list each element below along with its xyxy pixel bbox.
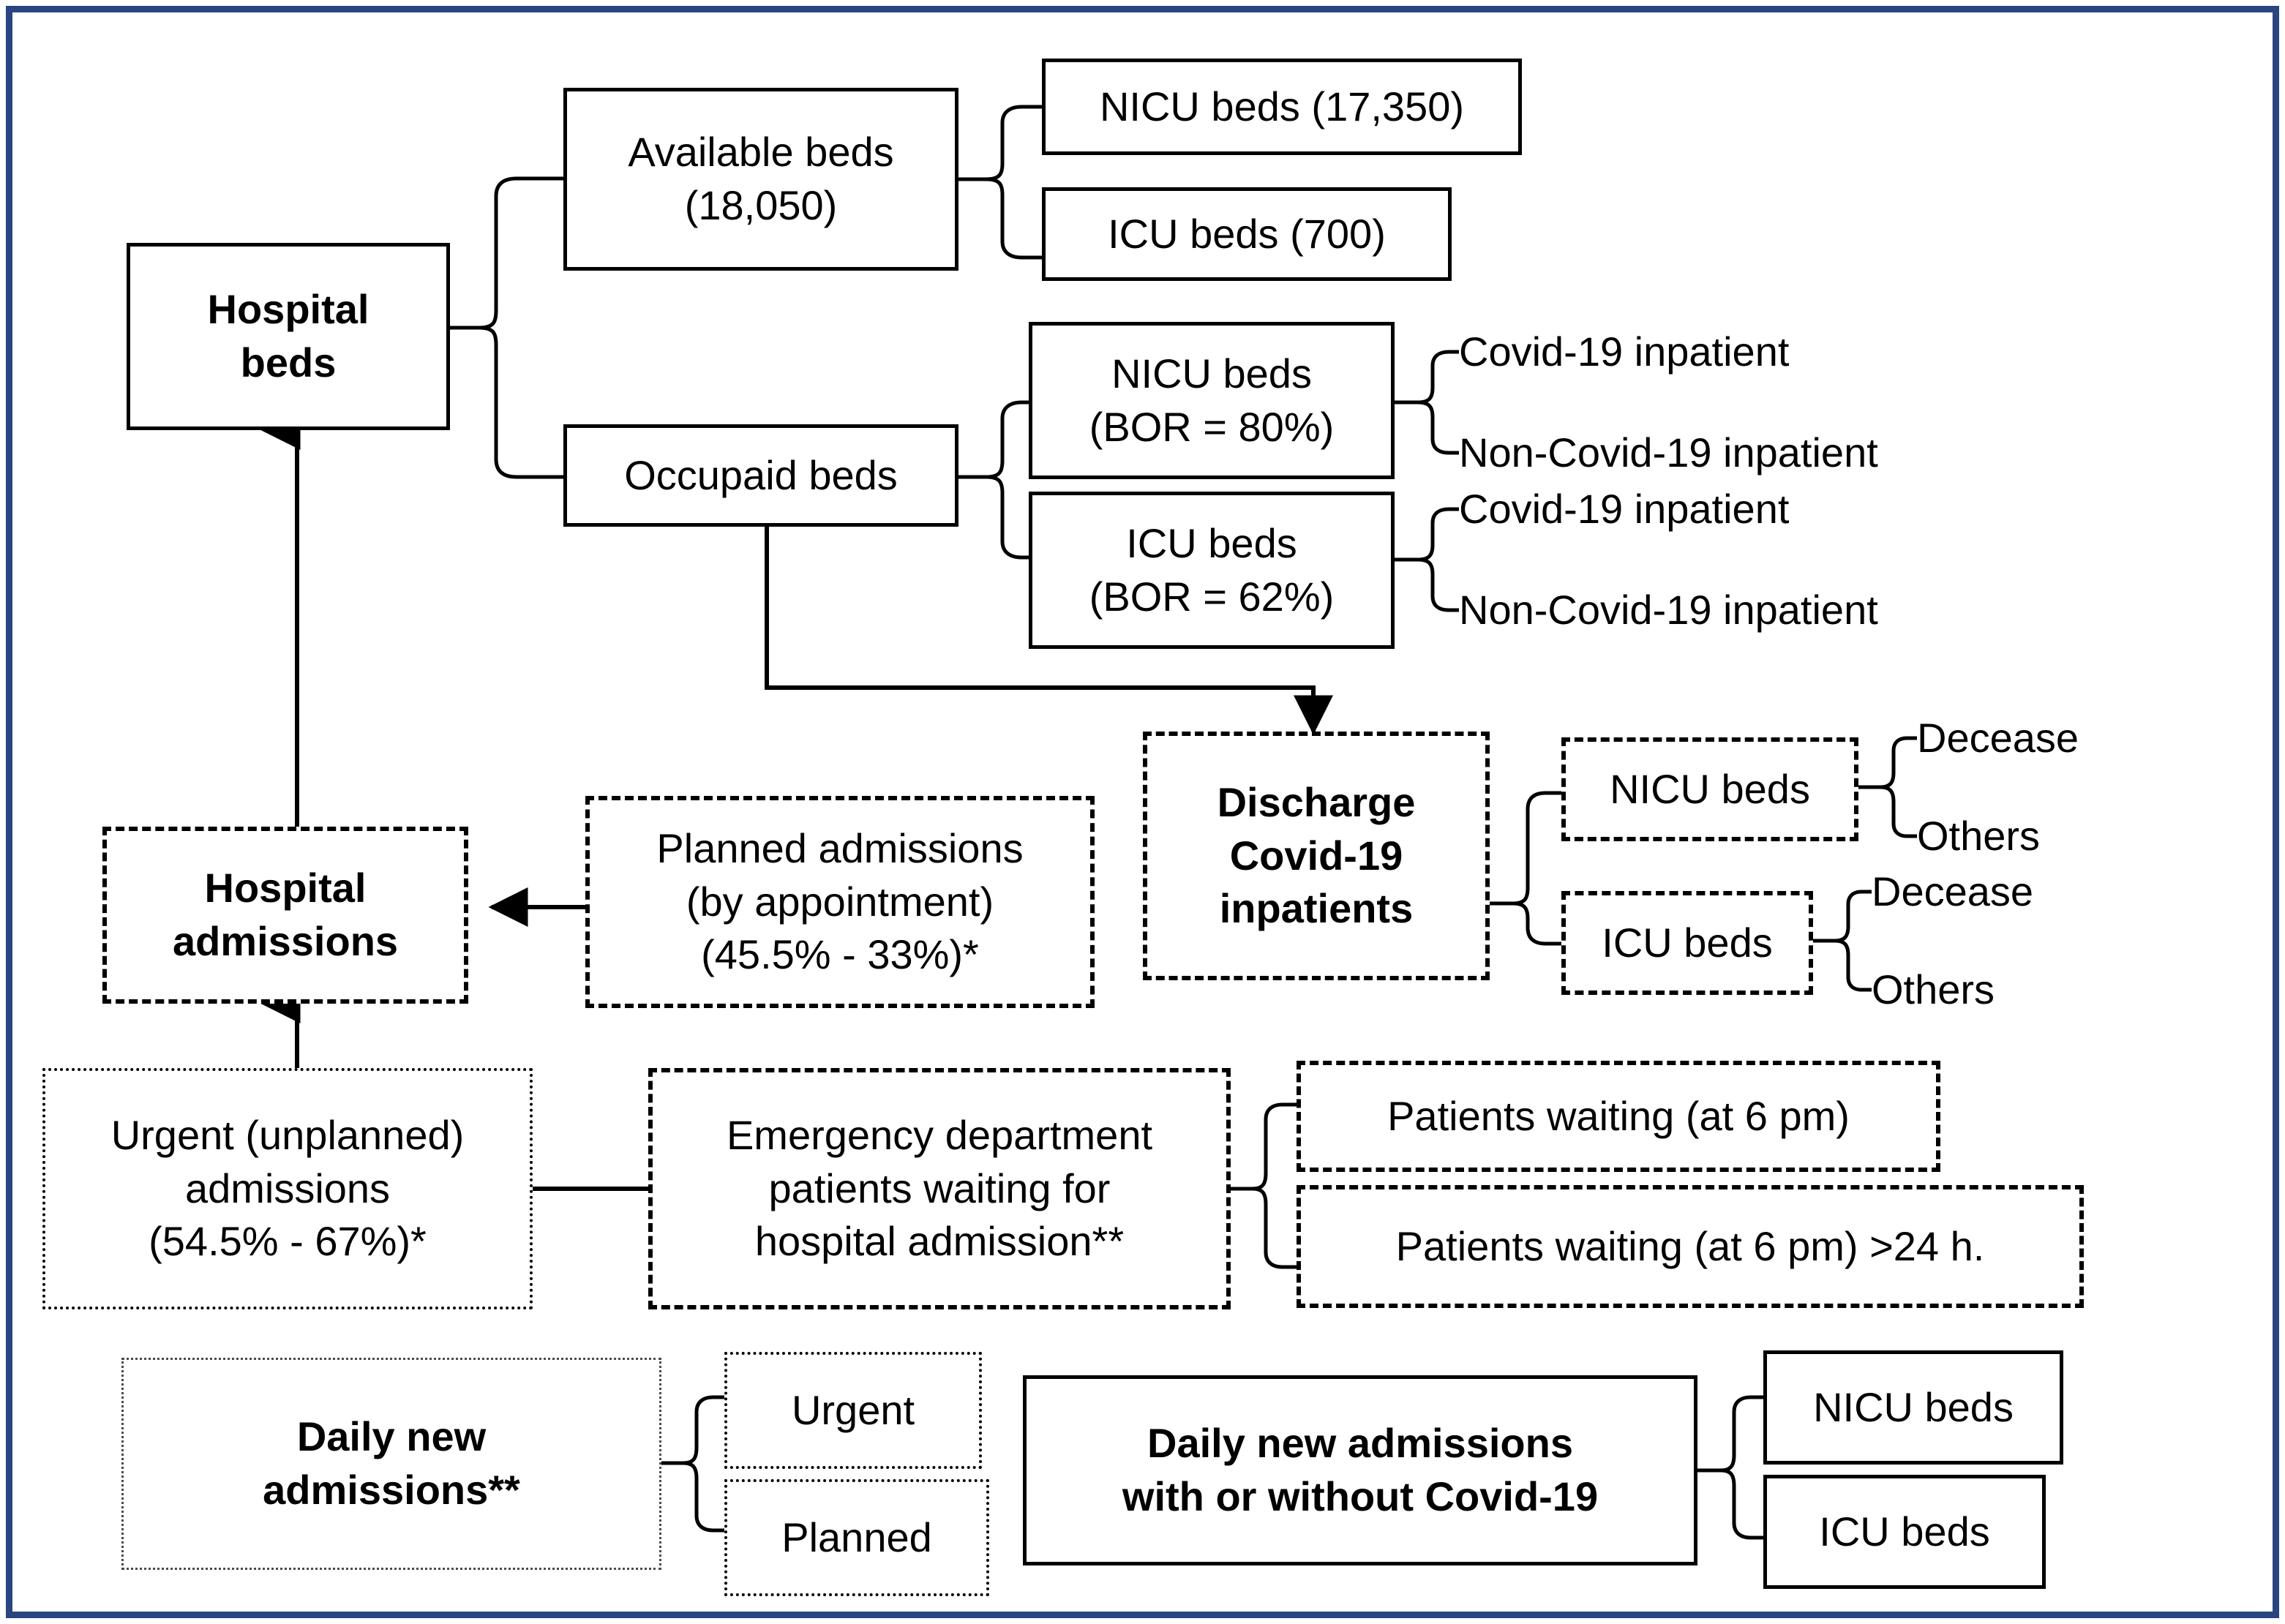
link-dailycovid-brace — [1697, 1395, 1763, 1540]
label-nicu-covid-inpatient: Covid-19 inpatient — [1459, 328, 1790, 375]
node-discharge-icu-beds[interactable]: ICU beds — [1561, 891, 1813, 995]
node-daily-new-admissions-covid[interactable]: Daily new admissions with or without Cov… — [1023, 1375, 1697, 1565]
node-daily-planned[interactable]: Planned — [724, 1479, 989, 1596]
node-patients-waiting-over-24h[interactable]: Patients waiting (at 6 pm) >24 h. — [1297, 1185, 2084, 1308]
node-occupied-nicu-beds[interactable]: NICU beds (BOR = 80%) — [1029, 322, 1395, 479]
label-discharge-icu-decease: Decease — [1872, 868, 2034, 914]
link-hospitalbeds-brace — [450, 176, 563, 479]
label-icu-covid-inpatient: Covid-19 inpatient — [1459, 485, 1790, 532]
link-emergency-brace — [1229, 1102, 1297, 1269]
label-discharge-nicu-decease: Decease — [1917, 714, 2079, 761]
node-available-icu-beds[interactable]: ICU beds (700) — [1042, 187, 1452, 281]
node-urgent-admissions[interactable]: Urgent (unplanned) admissions (54.5% - 6… — [42, 1068, 533, 1309]
label-discharge-nicu-others: Others — [1917, 812, 2041, 859]
link-occicu-brace — [1394, 507, 1459, 612]
node-patients-waiting[interactable]: Patients waiting (at 6 pm) — [1297, 1061, 1940, 1172]
figure-outer-border — [6, 6, 2279, 1618]
node-occupied-icu-beds[interactable]: ICU beds (BOR = 62%) — [1029, 492, 1395, 649]
node-planned-admissions[interactable]: Planned admissions (by appointment) (45.… — [585, 796, 1095, 1008]
node-occupied-beds[interactable]: Occupaid beds — [563, 424, 958, 527]
node-available-nicu-beds[interactable]: NICU beds (17,350) — [1042, 59, 1522, 155]
node-daily-icu-beds[interactable]: ICU beds — [1763, 1475, 2046, 1589]
link-occupied-to-discharge — [765, 523, 1333, 735]
link-dischargeicu-brace — [1813, 890, 1872, 992]
node-available-beds[interactable]: Available beds (18,050) — [563, 88, 958, 271]
link-dailynew-brace — [660, 1395, 724, 1533]
node-discharge-covid19-inpatients[interactable]: Discharge Covid-19 inpatients — [1143, 732, 1490, 980]
label-discharge-icu-others: Others — [1872, 966, 1995, 1012]
link-availablebeds-brace — [958, 105, 1042, 260]
node-discharge-nicu-beds[interactable]: NICU beds — [1561, 737, 1858, 841]
node-daily-urgent[interactable]: Urgent — [724, 1352, 982, 1469]
node-emergency-department[interactable]: Emergency department patients waiting fo… — [648, 1068, 1231, 1309]
node-hospital-admissions[interactable]: Hospital admissions — [102, 827, 468, 1004]
link-occupiedbeds-brace — [958, 400, 1042, 560]
node-hospital-beds[interactable]: Hospital beds — [127, 243, 450, 430]
label-nicu-noncovid-inpatient: Non-Covid-19 inpatient — [1459, 429, 1878, 475]
link-occnicu-brace — [1394, 350, 1459, 455]
link-dischargenicu-brace — [1858, 736, 1917, 838]
node-daily-nicu-beds[interactable]: NICU beds — [1763, 1350, 2063, 1465]
link-discharge-brace — [1490, 791, 1561, 946]
node-daily-new-admissions[interactable]: Daily new admissions** — [121, 1358, 661, 1570]
label-icu-noncovid-inpatient: Non-Covid-19 inpatient — [1459, 586, 1878, 633]
